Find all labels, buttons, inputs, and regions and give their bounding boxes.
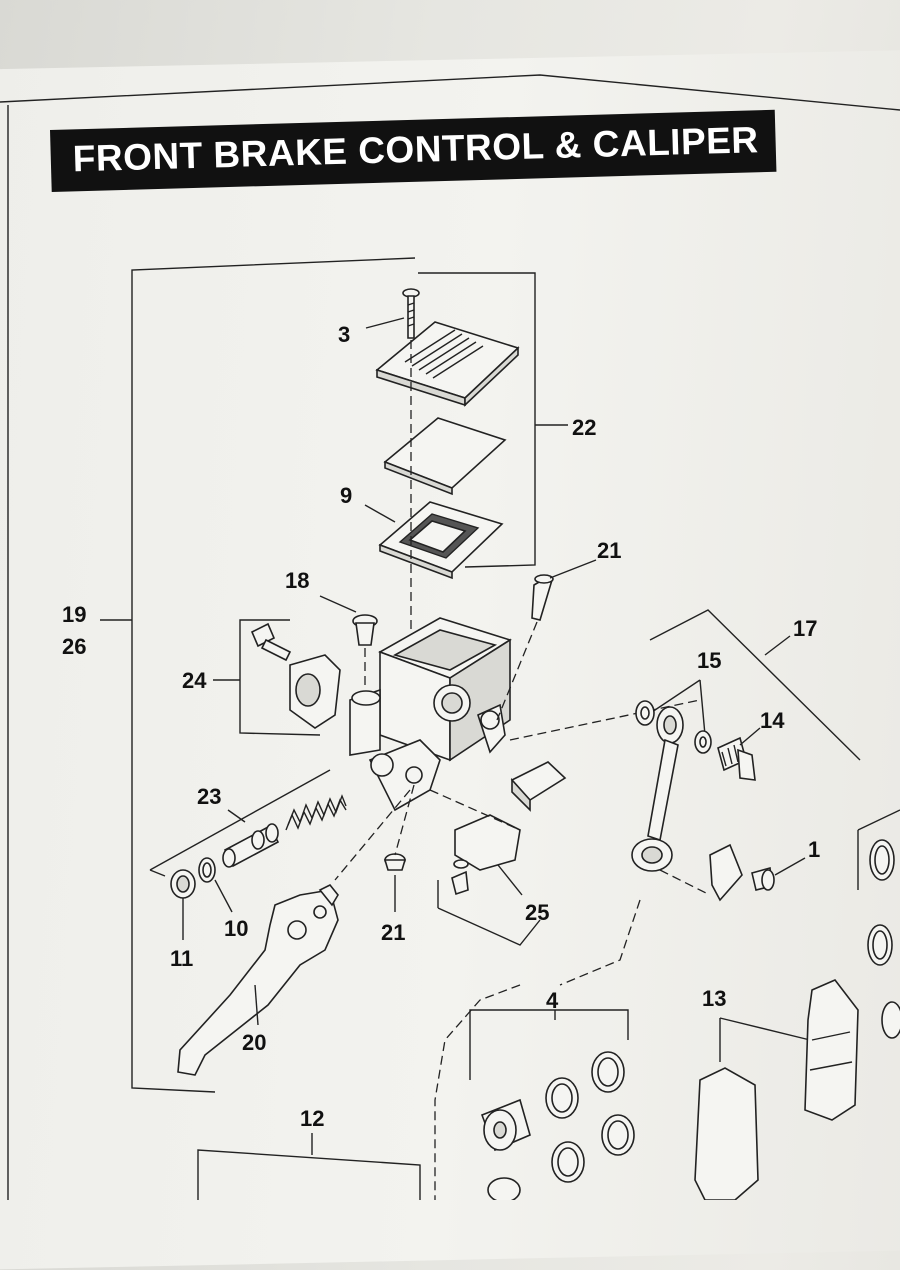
brake-pad-13a	[804, 979, 859, 1121]
bracket-22	[418, 272, 536, 568]
banjo-fitting	[656, 706, 684, 744]
seal-ring-4c	[551, 1141, 585, 1183]
diaphragm-plate	[383, 417, 507, 489]
seal-ring-4b	[591, 1051, 625, 1093]
bracket-23-end	[149, 869, 166, 877]
callout-1: 1	[808, 837, 820, 862]
leader-9	[364, 504, 396, 523]
clip-1	[709, 843, 743, 902]
leader-14	[739, 727, 761, 746]
callout-21-upper: 21	[597, 538, 621, 563]
manual-page: FRONT BRAKE CONTROL & CALIPER	[0, 49, 900, 1270]
callout-4: 4	[546, 988, 559, 1013]
brake-line	[631, 738, 679, 872]
retaining-ring-10	[198, 857, 216, 883]
reservoir-cover	[375, 321, 520, 407]
bracket-right	[857, 809, 900, 831]
leader-15b	[699, 679, 706, 736]
diaphragm-plate-edge	[384, 460, 453, 496]
leader-13b	[719, 1017, 811, 1041]
leader-3	[365, 317, 405, 329]
bracket-12	[197, 1149, 421, 1200]
leader-21-upper	[549, 559, 597, 579]
brake-pad-13b	[694, 1067, 759, 1200]
leader-23	[227, 809, 246, 823]
caliper-outline-left	[434, 984, 521, 1200]
axis-lever	[334, 789, 411, 881]
bracket-17	[649, 609, 861, 761]
callout-18: 18	[285, 568, 309, 593]
callout-22: 22	[572, 415, 596, 440]
page-border-top	[0, 74, 900, 111]
piston-4b	[487, 1177, 521, 1200]
callout-12: 12	[300, 1106, 324, 1131]
washer-15b	[694, 730, 712, 754]
callout-11: 11	[170, 946, 193, 971]
callout-24: 24	[182, 668, 207, 693]
callout-21-lower: 21	[381, 920, 405, 945]
screw-21-upper	[531, 574, 554, 621]
screw-1	[751, 866, 775, 891]
seal-ring-4a	[545, 1077, 579, 1119]
leader-25	[497, 864, 523, 896]
callout-13: 13	[702, 986, 726, 1011]
callout-19: 19	[62, 602, 86, 627]
brake-switch-25	[454, 761, 567, 871]
banjo-bolt-14	[717, 736, 756, 781]
exploded-parts-diagram: 3 22 9 21 18 19 26 24 17 15 14 23 1 25 2…	[0, 74, 900, 1200]
callout-25: 25	[525, 900, 549, 925]
washer-15a	[635, 700, 655, 726]
seal-ring-4d	[601, 1114, 635, 1156]
plug-18	[352, 614, 378, 646]
boot-11	[170, 869, 196, 899]
leader-1	[774, 857, 806, 876]
clamp-24	[289, 654, 341, 729]
callout-3: 3	[338, 322, 350, 347]
leader-20	[254, 984, 259, 1026]
master-cylinder-body	[349, 617, 512, 812]
bracket-25	[437, 880, 541, 946]
axis-bushing	[394, 784, 415, 856]
bracket-4	[469, 1009, 629, 1080]
screw-25	[451, 859, 469, 896]
clamp-screw-24	[250, 622, 292, 662]
callout-10: 10	[224, 916, 248, 941]
brake-lever-20	[177, 883, 339, 1076]
piston-23	[222, 823, 280, 868]
axis-clip	[659, 869, 711, 896]
leader-10	[214, 879, 233, 913]
bracket-23-top	[149, 769, 331, 871]
o-rings-right	[867, 839, 900, 1039]
callout-20: 20	[242, 1030, 266, 1055]
bracket-19-26	[131, 257, 416, 1093]
screw-3	[402, 288, 420, 339]
piston-4a	[480, 1098, 531, 1152]
callout-23: 23	[197, 784, 221, 809]
callout-17: 17	[793, 616, 817, 641]
spring	[285, 794, 347, 831]
bracket-24	[239, 619, 321, 736]
callout-15: 15	[697, 648, 721, 673]
callout-9: 9	[340, 483, 352, 508]
bushing-21-lower	[383, 853, 407, 871]
axis-21-upper	[496, 621, 538, 721]
leader-17	[764, 635, 791, 656]
callout-26: 26	[62, 634, 86, 659]
callout-14: 14	[760, 708, 785, 733]
axis-switch	[429, 789, 521, 831]
caliper-outline-top	[559, 899, 641, 986]
leader-18	[319, 595, 357, 613]
